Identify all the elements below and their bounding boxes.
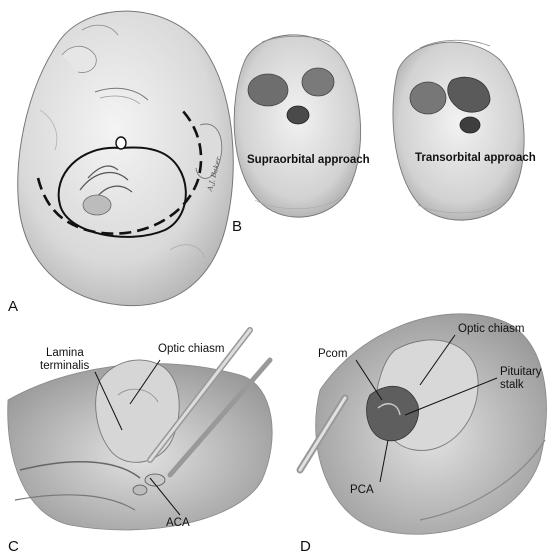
panel-b-skull-transorbital bbox=[392, 39, 525, 221]
label-lamina-terminalis-line1: Lamina bbox=[46, 347, 84, 359]
panel-b-skull-supraorbital bbox=[233, 34, 362, 218]
label-pituitary-stalk-line2: stalk bbox=[500, 379, 524, 391]
label-pituitary-stalk-line1: Pituitary bbox=[500, 366, 542, 378]
label-pca: PCA bbox=[350, 484, 374, 496]
panel-a-head bbox=[17, 10, 234, 307]
panel-label-d: D bbox=[300, 538, 311, 555]
panel-label-c: C bbox=[8, 538, 19, 555]
label-aca: ACA bbox=[166, 517, 190, 529]
panel-label-b: B bbox=[232, 218, 243, 235]
supraorbital-approach-label: Supraorbital approach bbox=[247, 154, 370, 166]
label-pcom: Pcom bbox=[318, 348, 348, 360]
panel-label-a: A bbox=[8, 298, 19, 315]
label-optic-chiasm-c: Optic chiasm bbox=[158, 343, 225, 355]
label-optic-chiasm-d: Optic chiasm bbox=[458, 323, 525, 335]
panel-d-surgical-field bbox=[296, 313, 547, 535]
transorbital-approach-label: Transorbital approach bbox=[415, 152, 536, 164]
label-lamina-terminalis-line2: terminalis bbox=[40, 360, 90, 372]
panel-c-surgical-field bbox=[7, 327, 273, 531]
